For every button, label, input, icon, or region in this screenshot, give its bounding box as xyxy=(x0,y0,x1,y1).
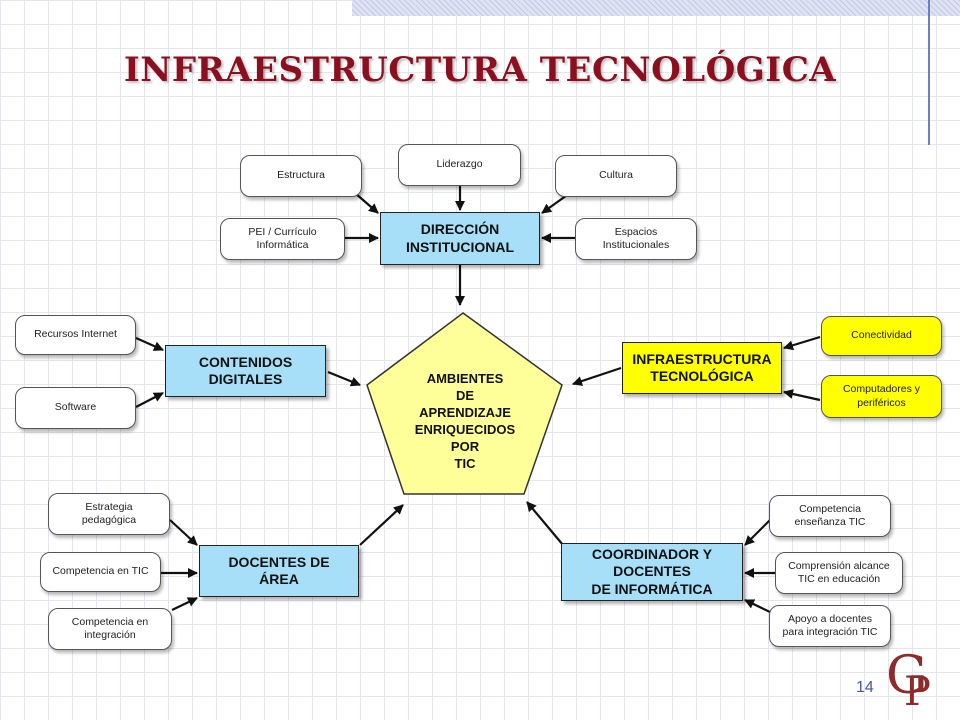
arrow-infra-center xyxy=(572,366,622,386)
gp-logo: G P xyxy=(886,650,942,720)
arrow-estructura xyxy=(354,192,379,214)
node-estrategia-pedagogica: Estrategia pedagógica xyxy=(48,493,170,535)
center-line: TIC xyxy=(454,456,476,471)
hub-coordinador-docentes-informatica: COORDINADOR Y DOCENTES DE INFORMÁTICA xyxy=(561,543,743,601)
node-conectividad: Conectividad xyxy=(821,316,942,356)
page-number: 14 xyxy=(856,679,874,696)
node-competencia-ensenanza: Competencia enseñanza TIC xyxy=(769,495,891,537)
hub-direccion-institucional: DIRECCIÓN INSTITUCIONAL xyxy=(380,212,540,265)
center-line: POR xyxy=(450,439,480,454)
page-title: INFRAESTRUCTURA TECNOLÓGICA xyxy=(123,50,837,90)
center-line: ENRIQUECIDOS xyxy=(414,422,516,437)
node-apoyo-docentes: Apoyo a docentes para integración TIC xyxy=(769,605,891,647)
center-line: AMBIENTES xyxy=(426,371,504,386)
node-competencia-tic: Competencia en TIC xyxy=(40,552,161,592)
arrow-docentes-center xyxy=(359,504,404,546)
arrow-conectividad xyxy=(783,335,821,351)
node-competencia-integracion: Competencia en integración xyxy=(48,608,172,650)
node-espacios-institucionales: Espacios Institucionales xyxy=(575,218,697,260)
arrow-competencia-ensenanza xyxy=(744,519,771,546)
node-computadores-perifericos: Computadores y periféricos xyxy=(821,375,942,418)
hub-docentes-de-area: DOCENTES DE ÁREA xyxy=(199,545,359,597)
node-cultura: Cultura xyxy=(555,155,677,197)
node-software: Software xyxy=(15,387,136,429)
arrow-apoyo xyxy=(744,599,771,613)
arrow-contenidos-center xyxy=(327,370,361,387)
right-decorative-rule xyxy=(928,0,930,145)
logo-letter-g: G xyxy=(886,646,928,706)
center-line: APRENDIZAJE xyxy=(419,405,511,420)
node-comprension-alcance: Comprensión alcance TIC en educación xyxy=(775,552,903,594)
arrow-estrategia xyxy=(169,519,198,546)
arrow-competencia-integracion xyxy=(171,597,198,611)
center-label: AMBIENTES DE APRENDIZAJE ENRIQUECIDOS PO… xyxy=(380,370,550,472)
node-recursos-internet: Recursos Internet xyxy=(15,315,136,355)
center-pentagon xyxy=(366,312,563,495)
hub-infraestructura-tecnologica: INFRAESTRUCTURA TECNOLÓGICA xyxy=(622,342,782,394)
node-liderazgo: Liderazgo xyxy=(398,144,521,186)
center-line: DE xyxy=(455,388,475,403)
node-pei-curriculo: PEI / Currículo Informática xyxy=(220,218,345,260)
hub-contenidos-digitales: CONTENIDOS DIGITALES xyxy=(165,345,326,397)
arrow-computadores xyxy=(783,389,821,402)
top-decorative-band xyxy=(352,0,960,16)
node-estructura: Estructura xyxy=(240,155,362,197)
arrow-coordinador-center xyxy=(526,501,564,546)
arrow-software xyxy=(135,392,164,408)
arrow-recursos xyxy=(135,336,164,352)
logo-letter-p: P xyxy=(904,669,931,715)
